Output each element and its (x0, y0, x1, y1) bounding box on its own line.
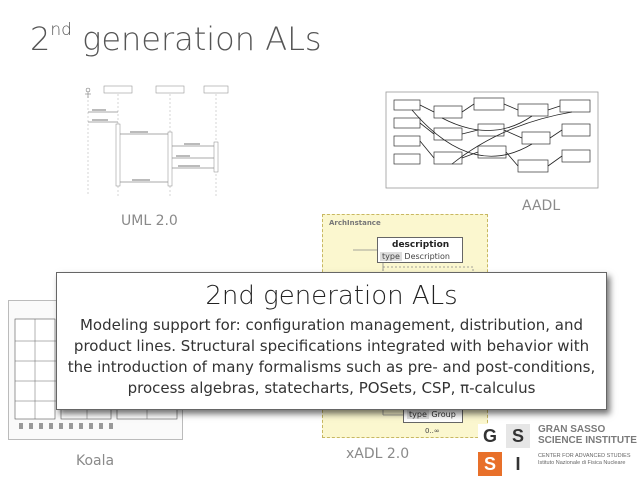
xadl-type-row: type Description (380, 252, 450, 261)
logo-letter-s1: S (506, 424, 530, 448)
logo-letter-s2: S (478, 452, 502, 476)
logo-name: GRAN SASSO SCIENCE INSTITUTE (538, 424, 637, 446)
xadl-group-element: type Group (403, 409, 463, 423)
logo-subtitle: CENTER FOR ADVANCED STUDIES Istituto Naz… (538, 453, 631, 467)
logo-letter-i: I (506, 452, 530, 476)
logo-letter-g: G (478, 424, 502, 448)
logo-name-line1: GRAN SASSO (538, 424, 606, 435)
gssi-logo: G S S I GRAN SASSO SCIENCE INSTITUTE CEN… (464, 420, 638, 479)
xadl-group-value: Group (431, 410, 456, 419)
overlay-body: Modeling support for: configuration mana… (67, 316, 596, 397)
koala-caption: Koala (76, 453, 115, 469)
slide-title: 2nd generation ALs (30, 20, 322, 58)
title-prefix: 2 (30, 20, 51, 58)
overlay-callout: 2nd generation ALs Modeling support for:… (56, 272, 607, 410)
xadl-caption: xADL 2.0 (346, 446, 410, 462)
xadl-type-value: Description (404, 252, 450, 261)
aadl-diagram (385, 91, 599, 189)
xadl-description-label: description (392, 240, 450, 250)
overlay-title: 2nd generation ALs (205, 281, 458, 311)
xadl-cardinality: 0..∞ (425, 427, 440, 435)
title-rest: generation ALs (71, 20, 322, 58)
uml-caption: UML 2.0 (121, 213, 178, 229)
logo-sub-line2: Istituto Nazionale di Fisica Nucleare (538, 460, 626, 466)
xadl-group-type: type (407, 410, 429, 419)
title-superscript: nd (50, 20, 72, 41)
uml-sequence-diagram (85, 85, 229, 196)
xadl-header: ArchInstance (329, 219, 381, 227)
logo-sub-line1: CENTER FOR ADVANCED STUDIES (538, 453, 631, 459)
aadl-caption: AADL (522, 198, 561, 214)
xadl-type-label: type (380, 252, 402, 261)
xadl-description-element: description type Description (377, 237, 463, 263)
logo-name-line2: SCIENCE INSTITUTE (538, 435, 637, 446)
